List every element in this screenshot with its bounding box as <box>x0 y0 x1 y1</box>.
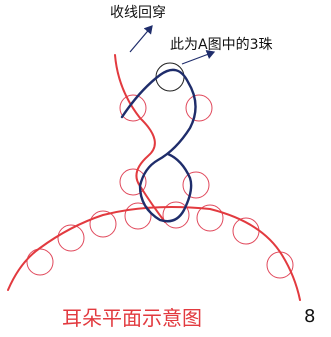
arc-bead-8 <box>266 251 294 279</box>
arc-beads <box>26 201 294 279</box>
arc-bead-6 <box>196 204 224 232</box>
bead-note-label: 此为A图中的3珠 <box>170 37 273 53</box>
red-arc-thread <box>7 206 301 301</box>
red-return-thread <box>114 54 166 223</box>
page-number: 8 <box>304 306 316 327</box>
top-bead-3 <box>155 62 185 92</box>
arc-bead-2 <box>57 224 85 252</box>
arc-bead-5 <box>162 201 190 229</box>
return-arrow <box>129 25 153 53</box>
column-bead-1 <box>119 94 147 122</box>
column-beads <box>119 62 213 199</box>
column-bead-2 <box>185 94 213 122</box>
arc-bead-3 <box>89 210 117 238</box>
diagram-caption: 耳朵平面示意图 <box>62 306 202 330</box>
arc-bead-1 <box>26 248 54 276</box>
return-thread-label: 收线回穿 <box>110 5 166 21</box>
blue-thread <box>120 68 197 223</box>
arc-bead-4 <box>124 202 152 230</box>
column-bead-4 <box>182 171 210 199</box>
bead-note-arrow <box>181 50 216 65</box>
column-bead-3 <box>119 168 147 196</box>
